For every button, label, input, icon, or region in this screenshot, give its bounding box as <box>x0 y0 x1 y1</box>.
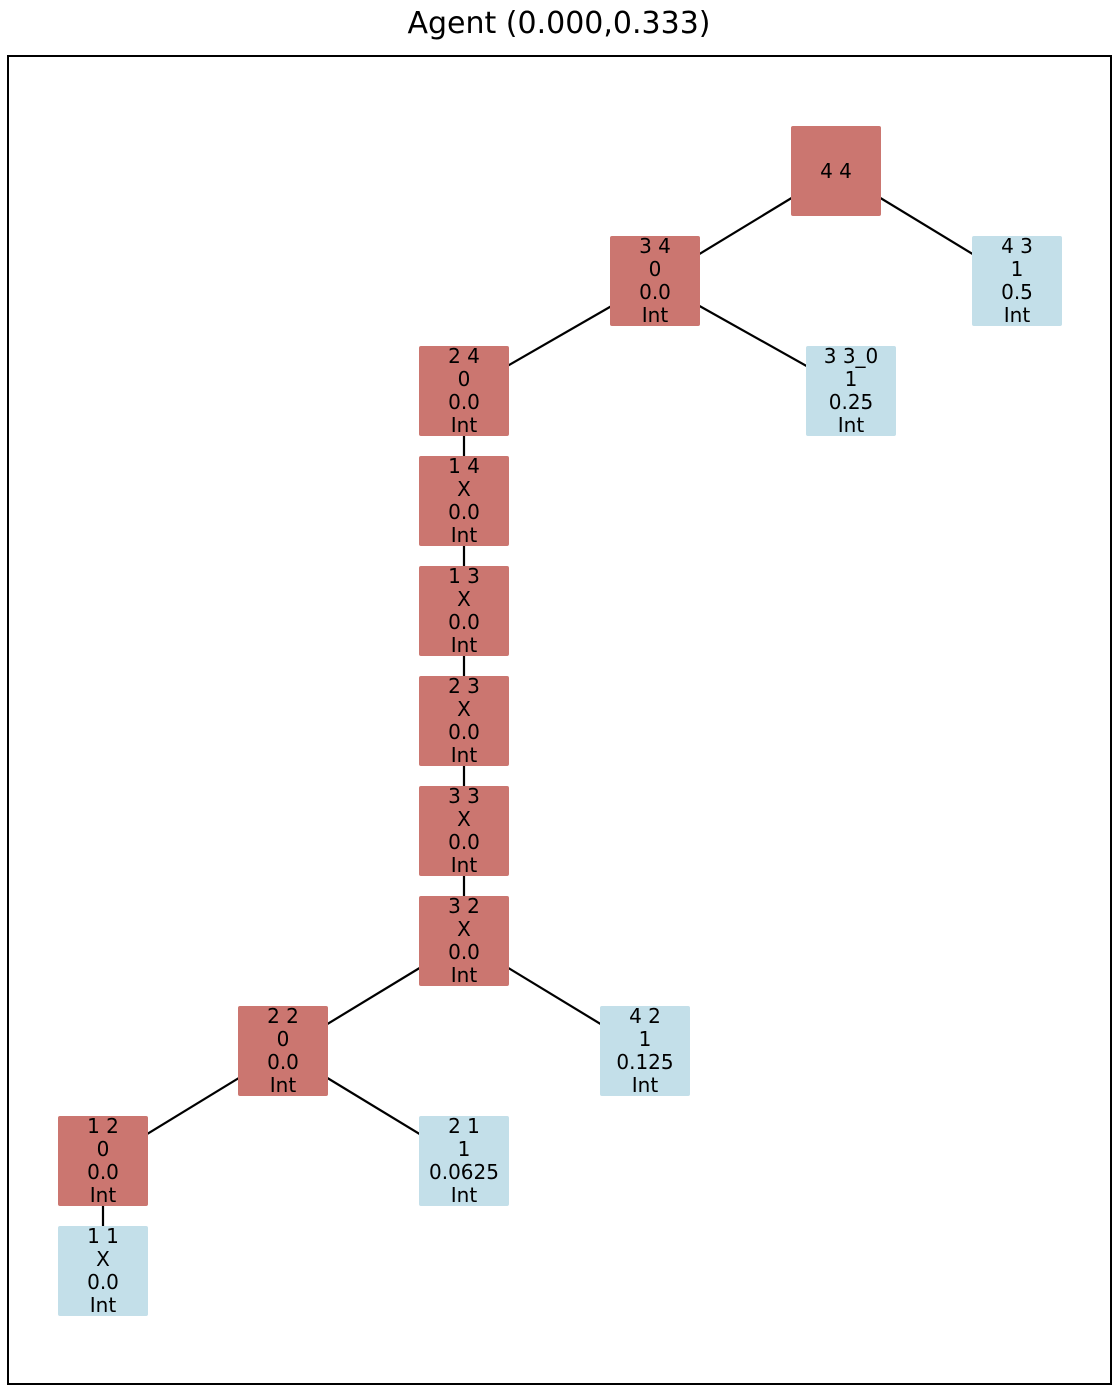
node-label-line: 0.0 <box>448 940 480 964</box>
node-label-line: 2 3 <box>448 674 480 698</box>
node-label-line: X <box>457 477 471 501</box>
node-label-line: Int <box>450 413 478 437</box>
node-label-line: 0.0 <box>87 1160 119 1184</box>
node-label-line: Int <box>1003 303 1031 327</box>
node-label-line: 0.0 <box>639 280 671 304</box>
node-label-line: 0 <box>276 1027 290 1051</box>
node-label-line: 0.0 <box>448 500 480 524</box>
node-label-line: 2 2 <box>267 1004 299 1028</box>
node-label-line: 0.0 <box>448 720 480 744</box>
node-label-line: 0.0 <box>87 1270 119 1294</box>
node-label-line: 1 1 <box>87 1224 119 1248</box>
node-label-line: 1 <box>457 1137 471 1161</box>
node-label-line: X <box>96 1247 110 1271</box>
node-label-line: 4 4 <box>820 158 852 183</box>
node-label-line: 3 3_0 <box>823 344 879 368</box>
node-label-line: 0 <box>648 257 662 281</box>
node-label-line: 0.0 <box>448 610 480 634</box>
node-label-line: Int <box>450 963 478 987</box>
node-label-line: 3 2 <box>448 894 480 918</box>
node-label-line: Int <box>641 303 669 327</box>
node-label-line: Int <box>450 743 478 767</box>
plot-frame <box>7 55 1112 1385</box>
node-label-line: Int <box>89 1293 117 1317</box>
node-label-line: Int <box>631 1073 659 1097</box>
node-label-line: 0.0 <box>267 1050 299 1074</box>
node-label-line: 0 <box>96 1137 110 1161</box>
node-label-line: 0.0 <box>448 390 480 414</box>
node-label-line: X <box>457 917 471 941</box>
node-label-line: 0.0625 <box>429 1160 499 1184</box>
node-label-line: Int <box>450 1183 478 1207</box>
node-label-line: 1 2 <box>87 1114 119 1138</box>
node-label-line: 4 3 <box>1001 234 1033 258</box>
node-label-line: X <box>457 697 471 721</box>
node-label-line: Int <box>450 633 478 657</box>
node-label-line: 2 4 <box>448 344 480 368</box>
node-label-line: 0.0 <box>448 830 480 854</box>
node-label-line: 0.5 <box>1001 280 1033 304</box>
node-label-line: 1 <box>1010 257 1024 281</box>
node-label-line: Int <box>450 853 478 877</box>
node-label-line: Int <box>269 1073 297 1097</box>
node-label-line: 0.25 <box>828 390 874 414</box>
node-label-line: 1 3 <box>448 564 480 588</box>
node-label-line: 1 <box>638 1027 652 1051</box>
node-label-line: X <box>457 587 471 611</box>
node-label-line: X <box>457 807 471 831</box>
node-label-line: Int <box>89 1183 117 1207</box>
node-label-line: 0.125 <box>616 1050 674 1074</box>
node-label-line: 1 4 <box>448 454 480 478</box>
node-label-line: Int <box>837 413 865 437</box>
tree-node: 4 4 <box>791 126 881 216</box>
node-label-line: 4 2 <box>629 1004 661 1028</box>
diagram-title: Agent (0.000,0.333) <box>407 6 711 41</box>
node-label-line: 0 <box>457 367 471 391</box>
node-label-line: 1 <box>844 367 858 391</box>
node-label-line: 3 4 <box>639 234 671 258</box>
node-label-line: 2 1 <box>448 1114 480 1138</box>
node-label-line: Int <box>450 523 478 547</box>
node-label-line: 3 3 <box>448 784 480 808</box>
